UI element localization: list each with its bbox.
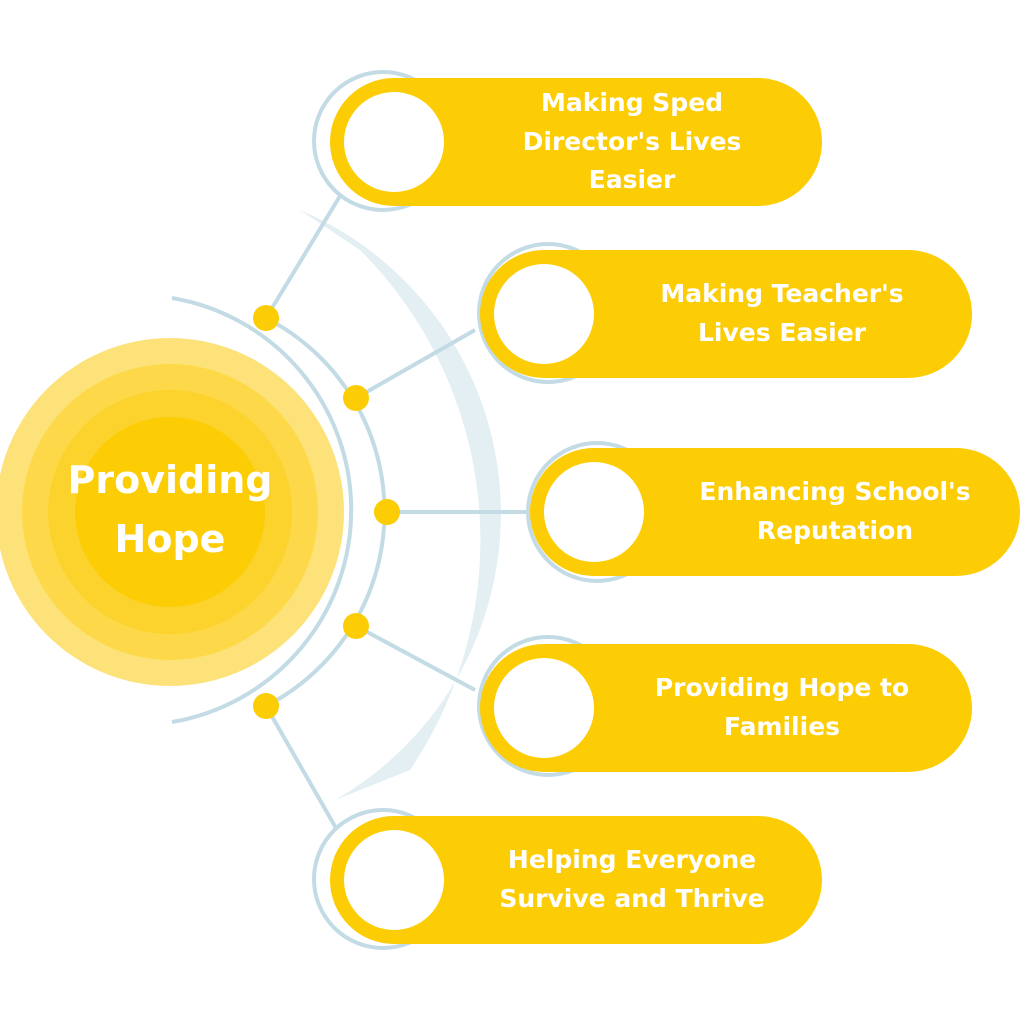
item-label-4: Providing Hope to Families — [654, 673, 910, 741]
item-circle-2 — [494, 264, 594, 364]
item-circle-3 — [544, 462, 644, 562]
connector-5 — [264, 705, 342, 836]
item-pill-1: Making Sped Director's Lives Easier — [330, 78, 822, 206]
item-label-1: Making Sped Director's Lives Easier — [522, 87, 742, 195]
dot-3 — [374, 499, 400, 525]
item-pill-4: Providing Hope to Families — [480, 644, 972, 772]
background-band — [300, 210, 501, 800]
dot-5 — [253, 693, 279, 719]
connector-2 — [355, 328, 476, 400]
item-pill-2: Making Teacher's Lives Easier — [480, 250, 972, 378]
dot-4 — [343, 613, 369, 639]
item-label-2: Making Teacher's Lives Easier — [660, 279, 904, 347]
item-circle-4 — [494, 658, 594, 758]
outer-arc — [171, 296, 354, 724]
item-pill-3: Enhancing School's Reputation — [530, 448, 1020, 576]
center-circle-core — [75, 417, 265, 607]
item-pill-5: Helping Everyone Survive and Thrive — [330, 816, 822, 944]
dot-1 — [253, 305, 279, 331]
center-label: Providing Hope — [67, 458, 273, 561]
connector-4 — [355, 624, 476, 692]
connector-1 — [264, 194, 342, 320]
item-label-5: Helping Everyone Survive and Thrive — [499, 845, 765, 913]
item-circle-1 — [344, 92, 444, 192]
item-circle-5 — [344, 830, 444, 930]
dot-2 — [343, 385, 369, 411]
item-label-3: Enhancing School's Reputation — [699, 477, 971, 545]
